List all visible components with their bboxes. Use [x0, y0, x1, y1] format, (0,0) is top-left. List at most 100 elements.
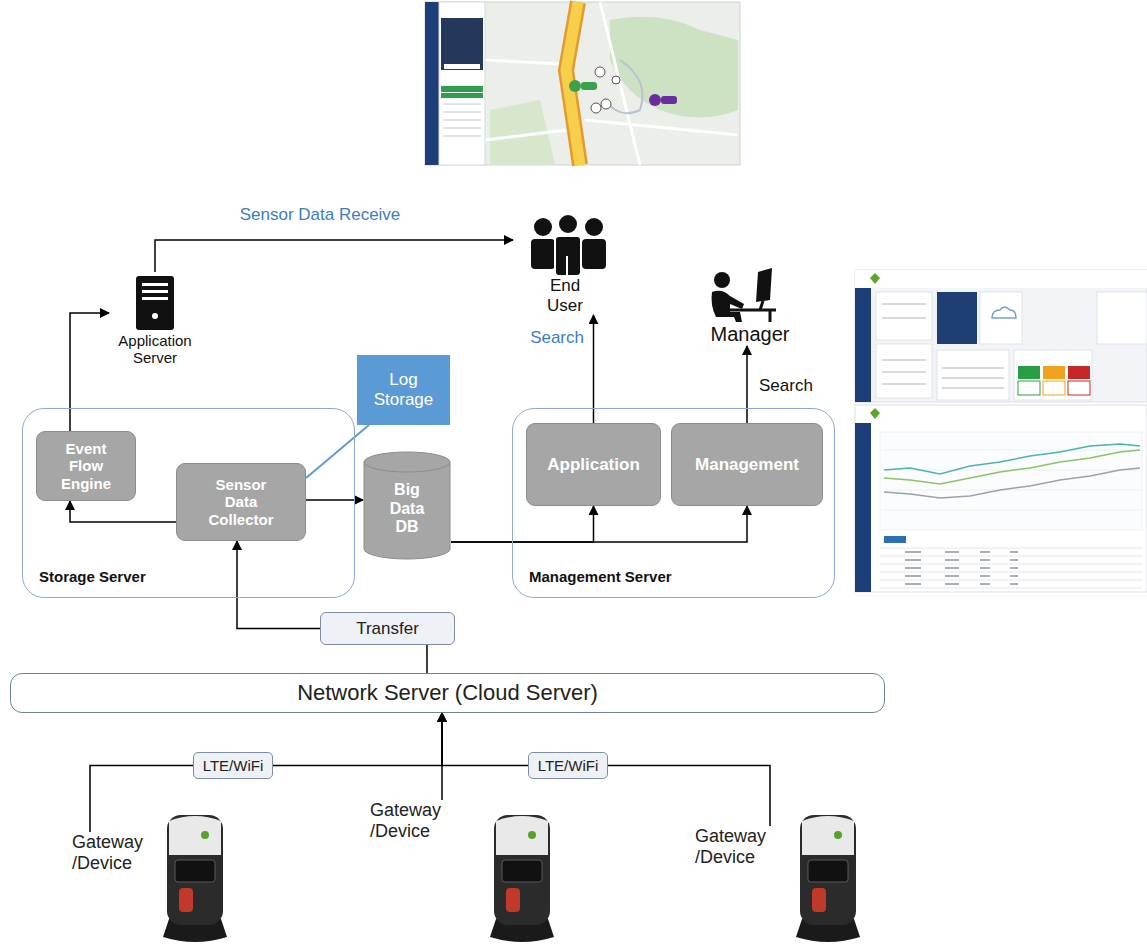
dash-card [937, 350, 1009, 400]
dash-card [1014, 350, 1092, 400]
map-panel-list [443, 104, 481, 136]
server-slot [142, 297, 168, 300]
node-label: Management [695, 455, 799, 475]
connector [306, 425, 369, 478]
gateway-label: Gateway /Device [72, 832, 152, 873]
node-label: Log Storage [368, 370, 440, 411]
chart-line [884, 450, 1140, 484]
dash-card [876, 292, 932, 340]
map-sidebar [425, 2, 439, 165]
manager-node: Manager [700, 266, 800, 346]
person-head [585, 218, 603, 236]
node-label: LTE/WiFi [203, 757, 264, 774]
network-server-band: Network Server (Cloud Server) [10, 673, 885, 713]
server-icon [136, 276, 174, 330]
device-picture [163, 815, 227, 942]
map-marker [595, 67, 605, 77]
chart-button [884, 536, 906, 543]
dash-card [980, 292, 1022, 344]
connector [273, 713, 442, 766]
dash-status-safe [1018, 366, 1040, 379]
end-user-node: End User [513, 212, 617, 315]
chart-ground [855, 405, 1147, 592]
process-box: Application [526, 423, 661, 506]
dash-status-warn [1043, 366, 1065, 379]
connector [426, 645, 428, 673]
map-road [566, 2, 580, 165]
log-storage-box: Log Storage [357, 355, 450, 425]
manager-icon [712, 268, 777, 322]
connector [746, 346, 748, 423]
management-server-group: Management ServerApplicationManagement [512, 408, 835, 598]
map-marker [591, 103, 601, 113]
chart-sidebar [855, 423, 871, 592]
dash-weather [992, 307, 1016, 318]
person-head [534, 218, 552, 236]
map-panel-button [444, 64, 480, 69]
node-label: Gateway /Device [695, 826, 770, 867]
node-label: Network Server (Cloud Server) [297, 680, 598, 706]
node-label: Application [547, 455, 640, 475]
monitor [756, 268, 772, 302]
node-label: Manager [711, 323, 790, 346]
link-box: LTE/WiFi [193, 752, 273, 779]
chart-screenshot [855, 405, 1147, 592]
chart-logo [870, 408, 880, 419]
node-label: Gateway /Device [370, 800, 445, 841]
end-user-icon [531, 214, 606, 276]
cylinder-rim [364, 462, 450, 472]
map-road [485, 2, 738, 165]
cylinder-body [364, 452, 450, 559]
person-head [558, 214, 578, 234]
node-label: Storage Server [39, 568, 146, 585]
link-box: LTE/WiFi [528, 752, 608, 779]
dash-card [937, 292, 977, 344]
node-label: Big Data DB [381, 481, 433, 536]
person-body [531, 239, 555, 269]
node-label: Application Server [111, 332, 199, 367]
dash-sidebar [855, 288, 871, 402]
chart-table [880, 548, 1142, 588]
dash-card [876, 344, 932, 398]
process-box: Sensor Data Collector [176, 463, 306, 541]
chart-line [884, 468, 1140, 498]
map-road [566, 2, 580, 165]
dash-status-box [1043, 381, 1065, 395]
dashboard-screenshot [855, 270, 1147, 402]
map-marker [612, 76, 620, 84]
map-panel-row [441, 86, 483, 92]
person-body [555, 236, 581, 276]
connector [608, 766, 770, 827]
connector [593, 315, 595, 423]
connector [90, 766, 193, 833]
gateway-devices [163, 815, 860, 942]
connector [451, 506, 747, 542]
dash-logo [870, 273, 880, 284]
node-label: End User [539, 276, 591, 315]
map-marker [601, 99, 611, 109]
process-box: Event Flow Engine [36, 431, 136, 501]
node-label: Sensor Data Collector [200, 476, 282, 528]
node-label: Event Flow Engine [55, 440, 117, 492]
node-label: Transfer [356, 619, 419, 639]
map-panel-row [441, 93, 483, 98]
server-light [152, 313, 158, 319]
edge-label-holder: Search [528, 328, 586, 348]
map-ground [425, 2, 740, 165]
person-legs [566, 256, 568, 276]
process-box: Management [671, 423, 823, 506]
connector [155, 240, 513, 272]
map-screenshot [425, 2, 740, 165]
edge-label-holder: Search [757, 376, 815, 396]
map-marker-tag [661, 96, 677, 104]
dash-extra-card [1097, 292, 1147, 344]
server-slot [142, 283, 168, 286]
node-label: Gateway /Device [72, 832, 147, 873]
database-cylinder: Big Data DB [363, 452, 451, 560]
application-server-node: Application Server [109, 272, 201, 367]
server-slot [142, 290, 168, 293]
dash-header [855, 270, 1147, 288]
connector [70, 501, 176, 522]
connector [70, 313, 109, 431]
